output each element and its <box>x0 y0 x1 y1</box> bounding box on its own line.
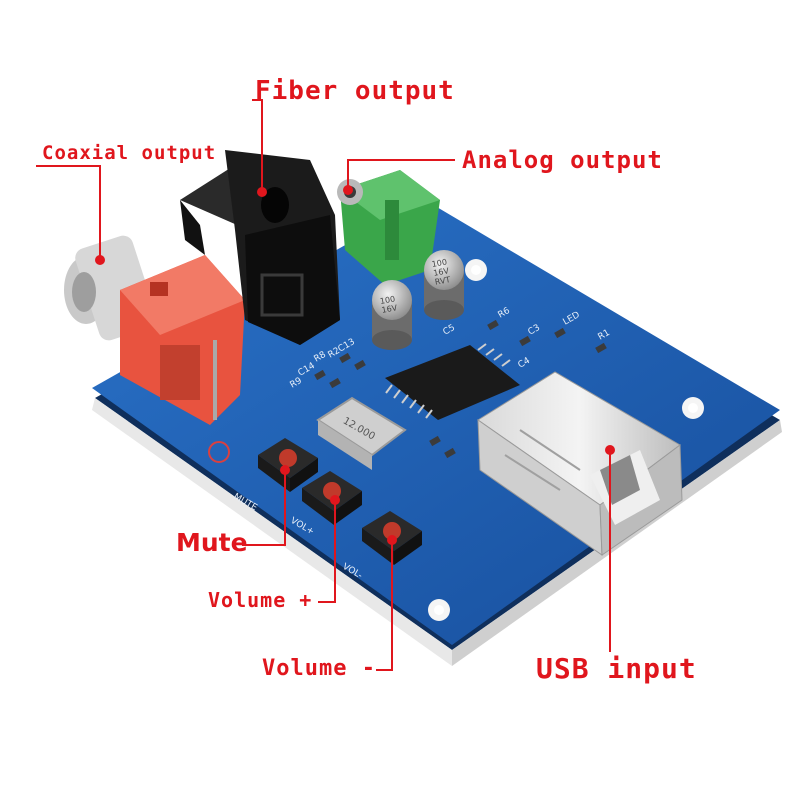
electrolytic-capacitor: 100 16V <box>372 280 412 350</box>
crystal-oscillator: 12.000 <box>316 396 407 470</box>
fiber-connector <box>180 150 340 345</box>
volume-plus-label: Volume + <box>208 588 313 612</box>
analog-output-label: Analog output <box>462 146 663 174</box>
callout-lines <box>36 99 611 671</box>
volume-plus-button <box>302 471 362 525</box>
capacitor-series: RVT <box>434 275 451 287</box>
dac-chip <box>385 343 520 420</box>
mounting-hole <box>465 259 487 281</box>
volume-minus-label: Volume - <box>262 656 376 681</box>
smd-components <box>314 319 607 459</box>
mute-label: Mute <box>176 528 248 557</box>
mounting-hole <box>428 599 450 621</box>
capacitor-voltage: 16V <box>381 303 398 315</box>
mounting-hole <box>682 397 704 419</box>
usb-input-label: USB input <box>536 652 697 685</box>
capacitor-rating: 100 <box>379 295 396 307</box>
ground-ring <box>208 441 230 463</box>
electrolytic-capacitor: 100 16V RVT <box>424 250 464 320</box>
fiber-output-label: Fiber output <box>255 76 455 106</box>
coaxial-output-label: Coaxial output <box>42 142 217 164</box>
mute-button <box>258 438 318 492</box>
capacitor-voltage: 16V <box>433 266 450 278</box>
capacitor-rating: 100 <box>431 257 448 269</box>
volume-minus-button <box>362 511 422 565</box>
